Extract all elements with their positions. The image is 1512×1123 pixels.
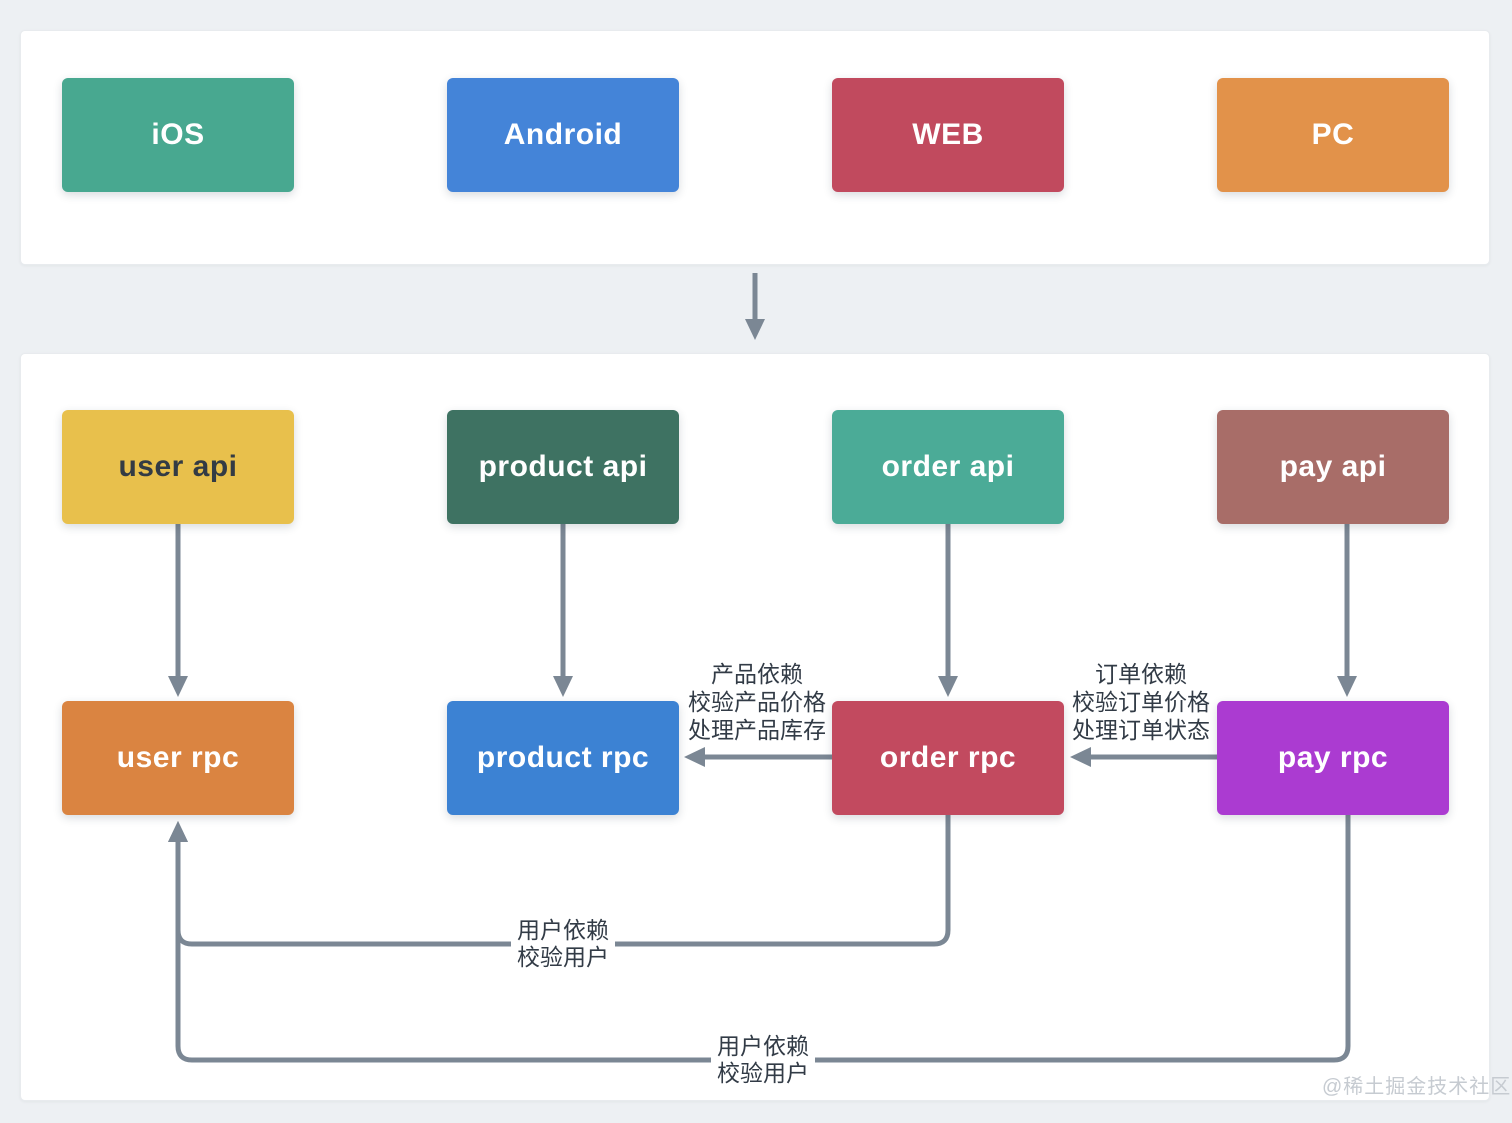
edge-label-user-dependency-from-order: 用户依赖 校验用户 [511, 917, 615, 971]
node-pay-rpc-label: pay rpc [1277, 741, 1389, 774]
node-pc-label: PC [1311, 118, 1355, 151]
edge-label-user-dependency-from-pay: 用户依赖 校验用户 [711, 1033, 815, 1087]
node-order-api: order api [832, 410, 1064, 524]
node-order-rpc-label: order rpc [879, 741, 1017, 774]
node-android: Android [447, 78, 679, 192]
node-order-rpc: order rpc [832, 701, 1064, 815]
node-user-api-label: user api [118, 450, 238, 483]
node-product-api: product api [447, 410, 679, 524]
node-user-rpc-label: user rpc [116, 741, 240, 774]
edge-label-product-dependency: 产品依赖 校验产品价格 处理产品库存 [688, 661, 826, 743]
edge-label-order-dependency: 订单依赖 校验订单价格 处理订单状态 [1072, 661, 1210, 743]
node-product-api-label: product api [478, 450, 648, 483]
node-android-label: Android [503, 118, 623, 151]
node-pay-api-label: pay api [1279, 450, 1387, 483]
node-ios-label: iOS [151, 118, 205, 151]
watermark: @稀土掘金技术社区 [1322, 1076, 1512, 1098]
node-product-rpc-label: product rpc [476, 741, 650, 774]
node-web-label: WEB [912, 118, 984, 151]
node-ios: iOS [62, 78, 294, 192]
node-product-rpc: product rpc [447, 701, 679, 815]
node-user-api: user api [62, 410, 294, 524]
node-user-rpc: user rpc [62, 701, 294, 815]
node-order-api-label: order api [881, 450, 1015, 483]
node-web: WEB [832, 78, 1064, 192]
node-pc: PC [1217, 78, 1449, 192]
node-pay-api: pay api [1217, 410, 1449, 524]
node-pay-rpc: pay rpc [1217, 701, 1449, 815]
